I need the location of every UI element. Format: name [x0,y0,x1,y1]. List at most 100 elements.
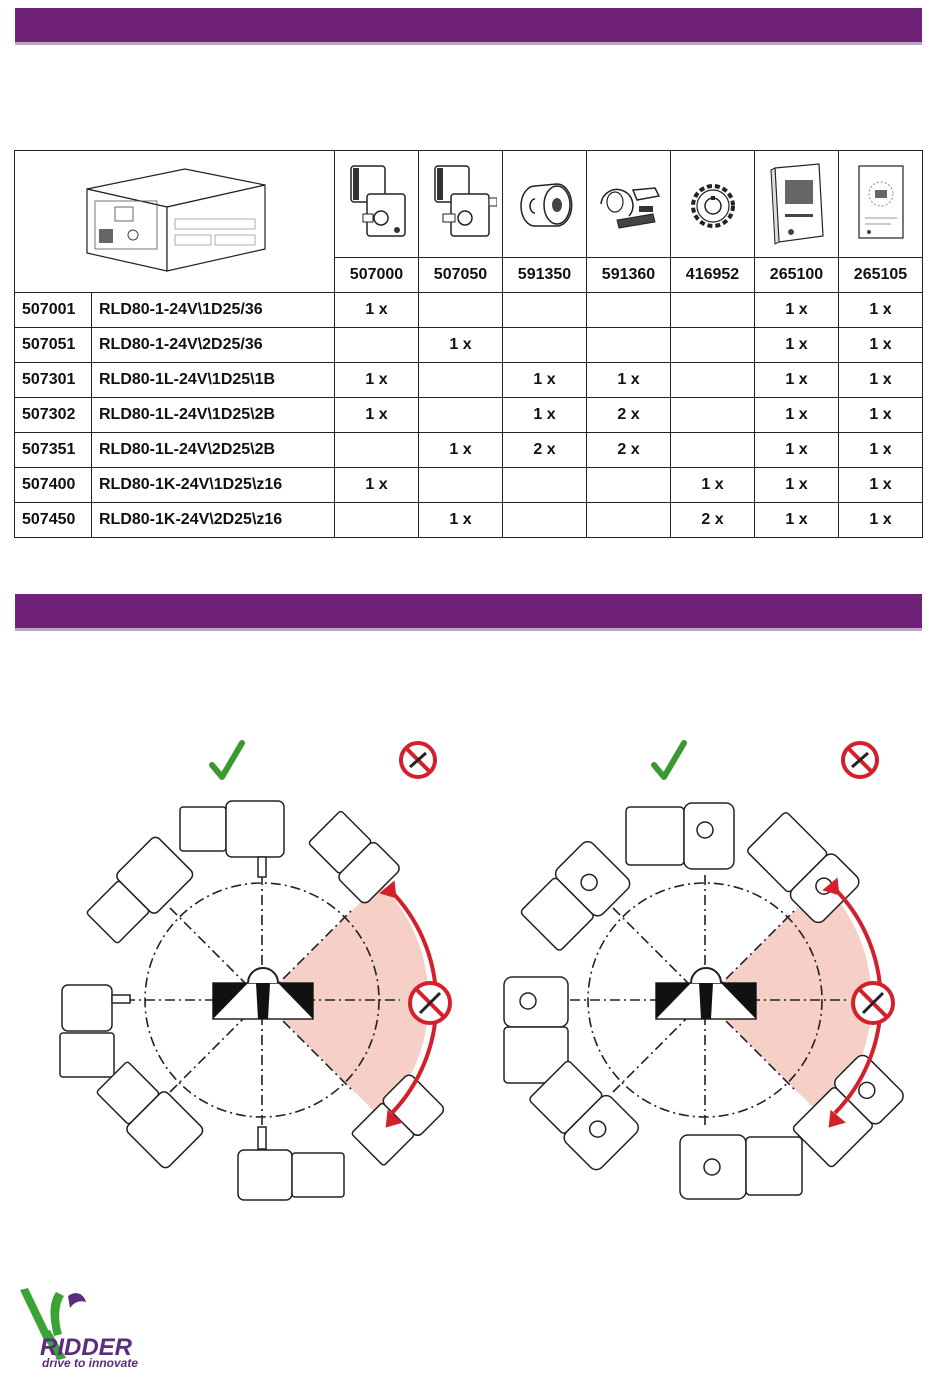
quantity-cell: 1 x [754,432,839,468]
part-image-591360 [586,150,671,258]
part-number: 265100 [754,257,839,293]
section-header-band [15,594,922,628]
quantity-cell [334,432,419,468]
quantity-cell [586,467,671,503]
parts-table: 507000 507050 591350 591360 416952 26510… [14,150,923,538]
no-service-icon [399,741,437,779]
sprocket-icon [690,183,735,228]
no-service-icon-zone [851,981,895,1025]
motor-icon [349,164,406,237]
quantity-cell: 1 x [838,397,923,433]
part-image-265105 [838,150,923,258]
quantity-cell: 2 x [670,502,755,538]
logo-wordmark: RIDDER [40,1334,133,1361]
article-code: 507351 [14,432,92,468]
arrow-head-bottom [828,1109,846,1128]
quantity-cell: 2 x [586,432,671,468]
instruction-sheet-icon [857,164,904,239]
part-number: 507000 [334,257,419,293]
quantity-cell [502,327,587,363]
article-name: RLD80-1L-24V\2D25\2B [91,432,335,468]
arrow-head-top [822,877,840,896]
article-code: 507301 [14,362,92,398]
allowed-check-icon [651,740,687,780]
quantity-cell [418,362,503,398]
quantity-cell [670,327,755,363]
motor-bottom [237,1126,345,1201]
section-header-band [15,8,922,42]
quantity-cell [670,362,755,398]
motor-positions [59,800,445,1201]
part-image-591350 [502,150,587,258]
no-service-icon-zone [408,981,452,1025]
motor-top-left [86,836,194,944]
arrow-head-bottom [385,1109,403,1128]
quantity-cell: 1 x [334,467,419,503]
quantity-cell: 1 x [670,467,755,503]
article-code: 507450 [14,502,92,538]
forbidden-zone [705,883,872,1117]
quantity-cell: 1 x [754,327,839,363]
part-image-265100 [754,150,839,258]
quantity-cell: 2 x [502,432,587,468]
quantity-cell: 2 x [586,397,671,433]
motor-rear-bottom-right-forbidden [792,1054,904,1168]
article-code: 507302 [14,397,92,433]
part-image-507050 [418,150,503,258]
quantity-cell: 1 x [502,362,587,398]
quantity-cell: 1 x [586,362,671,398]
quantity-cell [418,467,503,503]
motor-top-right-forbidden [308,810,400,904]
part-image-416952 [670,150,755,258]
article-name: RLD80-1-24V\1D25/36 [91,292,335,328]
quantity-cell: 1 x [502,397,587,433]
motor-positions-rear [503,802,904,1200]
quantity-cell: 1 x [334,362,419,398]
article-name: RLD80-1K-24V\1D25\z16 [91,467,335,503]
article-name: RLD80-1L-24V\1D25\1B [91,362,335,398]
quantity-cell: 1 x [418,502,503,538]
part-number: 416952 [670,257,755,293]
quantity-cell: 1 x [838,362,923,398]
quantity-cell [502,502,587,538]
article-name: RLD80-1K-24V\2D25\z16 [91,502,335,538]
quantity-cell [670,397,755,433]
quantity-cell: 1 x [838,502,923,538]
arrow-head-top [379,880,397,899]
mounting-positions-diagram-rear [503,740,904,1200]
part-number: 265105 [838,257,923,293]
part-number-row: 507000 507050 591350 591360 416952 26510… [15,257,923,293]
quantity-cell: 1 x [754,502,839,538]
motor-rear-left [503,976,569,1084]
motor-rear-top [625,802,735,870]
quantity-cell [670,432,755,468]
no-service-icon [841,741,879,779]
article-code: 507001 [14,292,92,328]
part-image-507000 [334,150,419,258]
motor-double-shaft-icon [433,164,497,237]
motor-bottom-left [96,1061,204,1169]
quantity-cell [418,397,503,433]
quantity-cell [502,467,587,503]
article-code: 507400 [14,467,92,503]
strap-clamp-icon [599,186,660,229]
quantity-cell: 1 x [754,467,839,503]
direction-symbol [655,967,757,1020]
ridder-logo-mark [20,1288,86,1360]
quantity-cell: 1 x [334,397,419,433]
quantity-cell: 1 x [838,327,923,363]
quantity-cell [502,292,587,328]
quantity-cell: 1 x [754,292,839,328]
motor-top [179,800,285,878]
product-box-image [14,150,335,293]
quantity-cell: 1 x [838,467,923,503]
quantity-cell [334,327,419,363]
quantity-cell: 1 x [418,432,503,468]
quantity-cell: 1 x [754,397,839,433]
quantity-cell [334,502,419,538]
